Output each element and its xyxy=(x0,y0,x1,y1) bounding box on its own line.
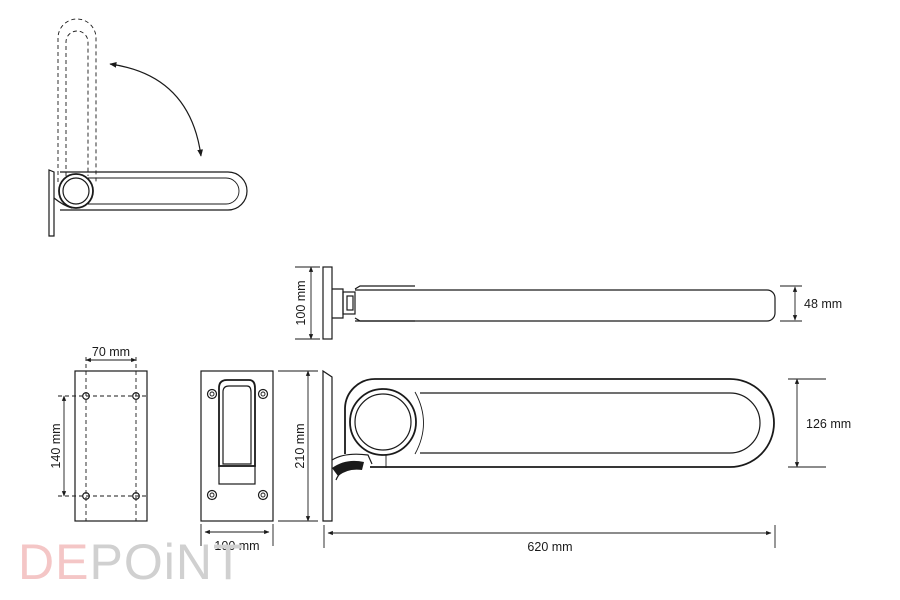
folding-diagram xyxy=(48,18,248,237)
dim-100mm-thickness: 100 mm xyxy=(294,280,308,325)
logo-part-de: DE xyxy=(18,534,89,590)
dim-140mm: 140 mm xyxy=(49,423,63,468)
dim-620mm: 620 mm xyxy=(527,540,572,554)
dim-126mm: 126 mm xyxy=(806,417,851,431)
front-plate-view xyxy=(200,370,318,546)
dim-210mm: 210 mm xyxy=(293,423,307,468)
dim-100mm-width: 100 mm xyxy=(214,539,259,553)
bar-top-view xyxy=(295,266,802,340)
brand-logo: DEPOiNT xyxy=(18,534,244,590)
back-plate-view xyxy=(58,357,148,522)
bar-side-view xyxy=(322,369,826,548)
logo-part-point: POiNT xyxy=(89,534,244,590)
dim-48mm: 48 mm xyxy=(804,297,842,311)
dim-70mm: 70 mm xyxy=(92,345,130,359)
